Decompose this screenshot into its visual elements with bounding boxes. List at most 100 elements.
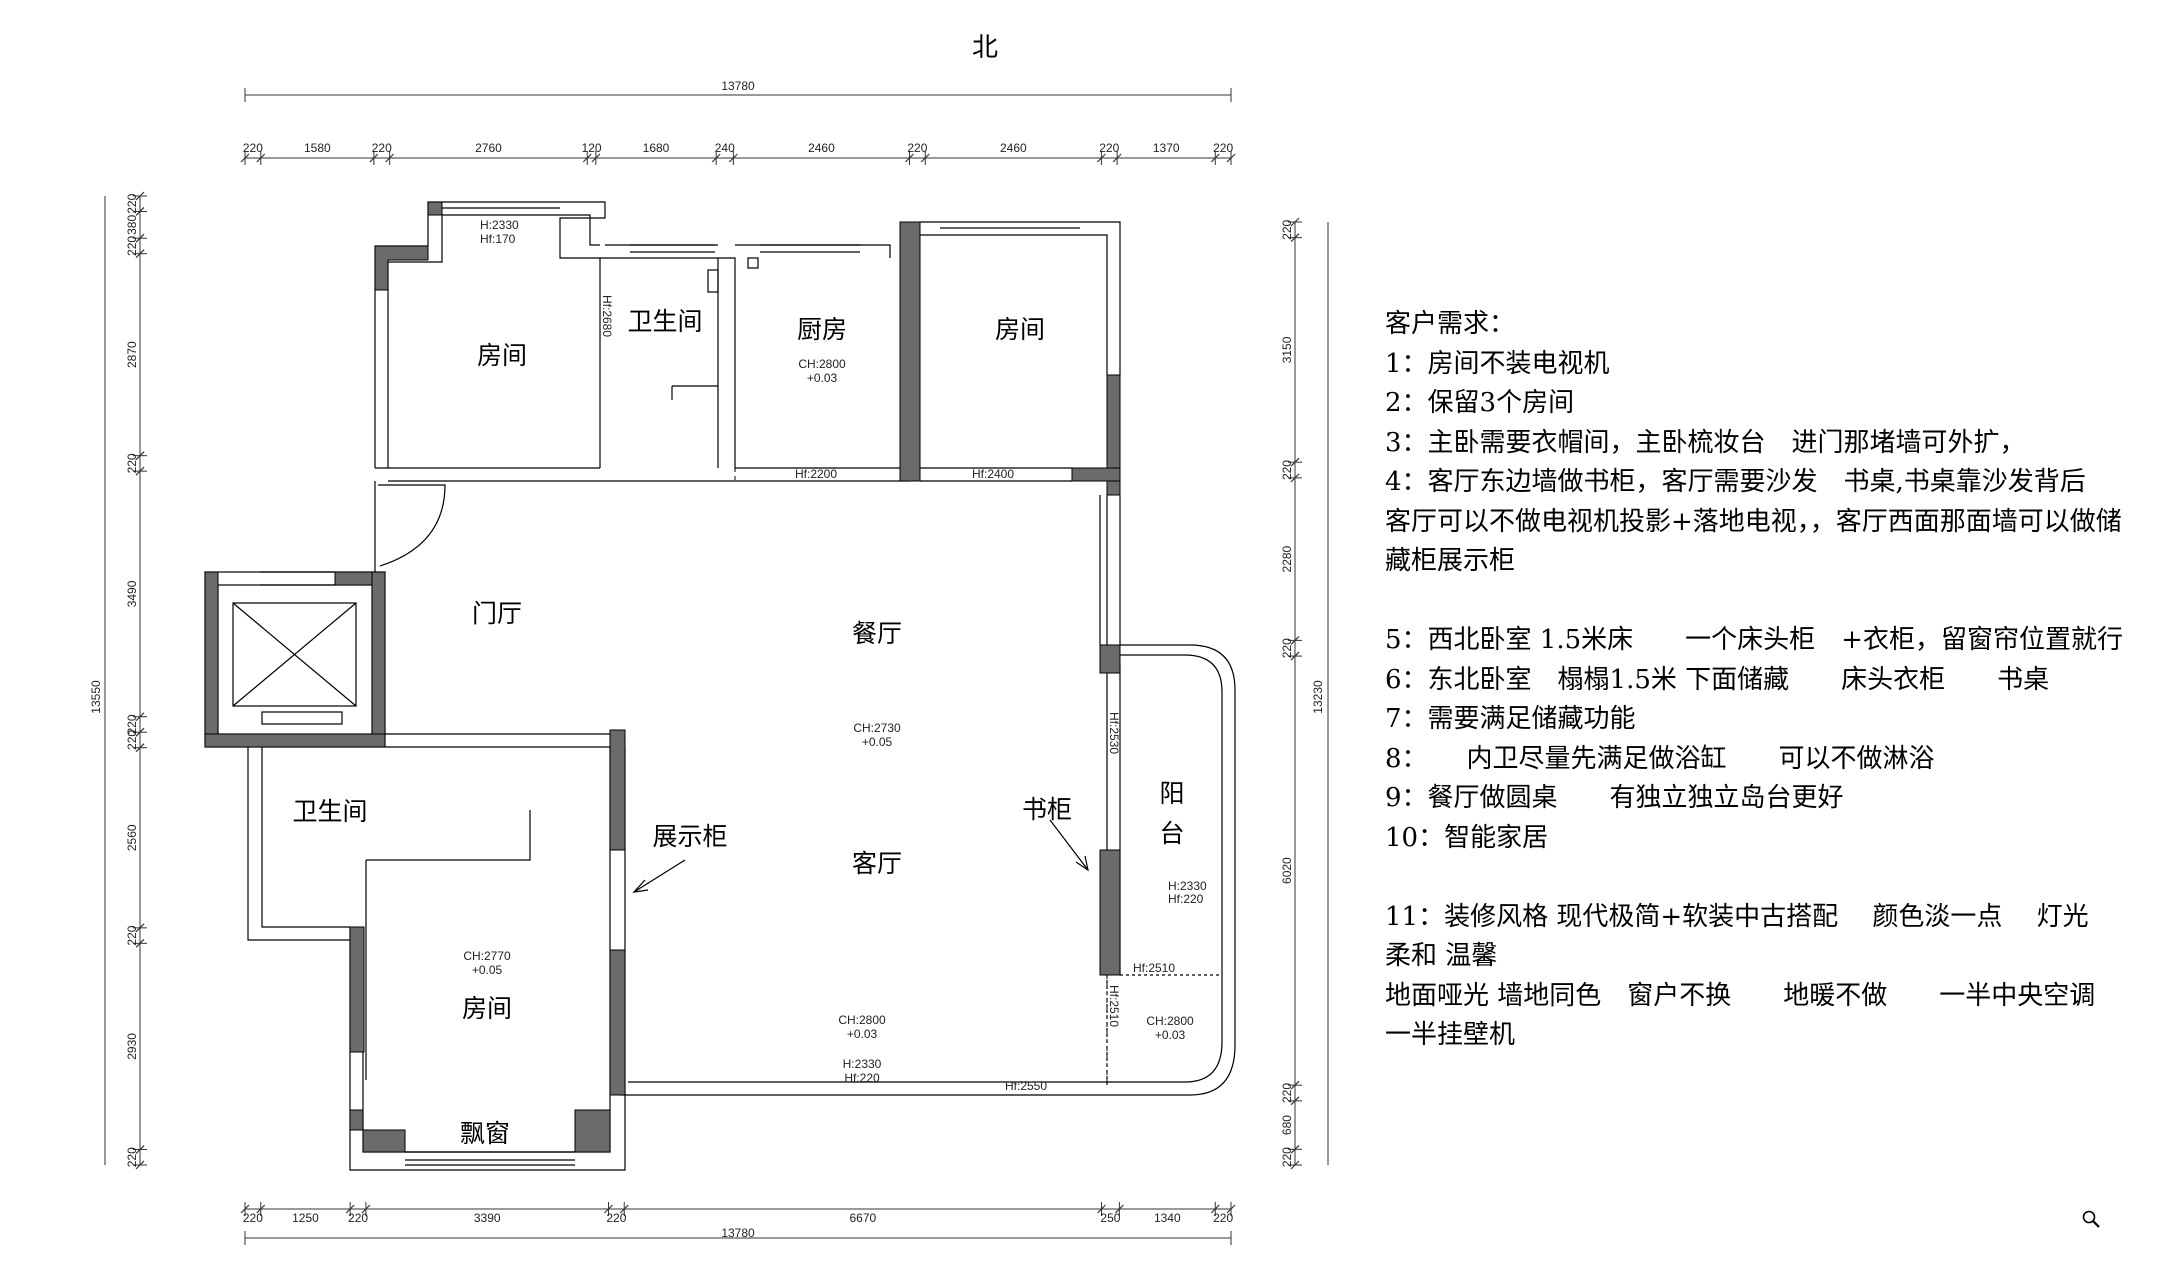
dim-segment-label: 220 [1213,1211,1233,1225]
top-dimension [244,88,1232,159]
dim-segment-label: 220 [1213,141,1233,155]
living-level: +0.03 [847,1027,878,1041]
bookcase-height: Hf:2530 [1107,712,1121,754]
note-line: 柔和 温馨 [1385,941,1498,971]
kitchen-ceiling: CH:2800 [798,357,846,371]
balcony-char-2: 台 [1159,819,1184,848]
top-total-dim: 13780 [721,79,755,93]
balcony-level: +0.03 [1155,1028,1186,1042]
dim-segment-label: 2280 [1280,545,1294,572]
annotation-arrows [632,819,1089,893]
note-line: 客厅可以不做电视机投影+落地电视，，客厅西面那面墙可以做储 [1385,506,2122,537]
dining-ceiling: CH:2730 [853,721,901,735]
dim-segment-label: 240 [715,141,735,155]
nw-window-height: H:2330 [480,218,519,232]
room-label-foyer: 门厅 [472,599,522,628]
dim-segment-label: 220 [125,714,139,734]
bottom-total-dim: 13780 [721,1226,755,1240]
dim-segment-label: 220 [1280,460,1294,480]
dim-segment-label: 220 [125,453,139,473]
dim-segment-label: 2760 [475,141,502,155]
sw-level: +0.05 [472,963,503,977]
note-line: 2：保留3个房间 [1385,388,1575,418]
note-line: 6：东北卧室 榻榻1.5米 下面储藏 床头衣柜 书桌 [1385,664,2050,695]
dim-segment-label: 1340 [1154,1211,1181,1225]
room-label-bath-west: 卫生间 [292,797,367,826]
dim-segment-label: 1370 [1153,141,1180,155]
note-line: 4：客厅东边墙做书柜，客厅需要沙发 书桌,书桌靠沙发背后 [1385,467,2086,497]
dim-segment-label: 220 [125,193,139,213]
dim-segment-label: 220 [125,925,139,945]
dim-segment-label: 250 [1100,1211,1120,1225]
balcony-window-height: H:2330 [1168,879,1207,893]
note-line [1385,858,2145,898]
note-line: 8： 内卫尽量先满足做浴缸 可以不做淋浴 [1385,743,1935,774]
display-cabinet-label: 展示柜 [652,822,727,851]
left-total-dim: 13550 [89,680,103,714]
kitchen-level: +0.03 [807,371,838,385]
dim-segment-label: 220 [1280,1083,1294,1103]
note-line: 9：餐厅做圆桌 有独立独立岛台更好 [1385,783,1844,813]
note-line: 7：需要满足储藏功能 [1385,704,1636,734]
note-line: 藏柜展示柜 [1385,546,1516,576]
room-label-ne: 房间 [995,315,1045,344]
dim-segment-label: 2870 [125,341,139,368]
magnifier-icon[interactable] [2080,1208,2102,1230]
dim-segment-label: 220 [125,236,139,256]
sw-ceiling: CH:2770 [463,949,511,963]
note-line: 客户需求： [1385,309,1516,339]
dim-segment-label: 2460 [808,141,835,155]
dashed-openings [540,260,1121,1085]
dim-segment-label: 220 [243,1211,263,1225]
left-dimension [104,196,141,1165]
dim-segment-label: 220 [372,141,392,155]
dim-segment-label: 680 [1280,1115,1294,1135]
dim-segment-label: 1680 [643,141,670,155]
room-label-living: 客厅 [852,849,902,878]
dim-segment-label: 1250 [292,1211,319,1225]
nw-window-sill: Hf:170 [480,232,516,246]
dim-segment-label: 2930 [125,1033,139,1060]
note-line: 5：西北卧室 1.5米床 一个床头柜 +衣柜，留窗帘位置就行 [1385,625,2123,655]
room-label-kitchen: 厨房 [797,315,847,344]
dim-segment-label: 220 [125,730,139,750]
bay-window-label: 飘窗 [460,1119,510,1148]
bottom-dimension [244,1208,1232,1245]
note-line: 一半挂壁机 [1385,1020,1516,1050]
living-window-sill: Hf:220 [844,1071,880,1085]
living-window-height: H:2330 [843,1057,882,1071]
right-total-dim: 13230 [1311,680,1325,714]
ne-door-height: Hf:2400 [972,467,1014,481]
bath-door-height: Hf:2680 [600,295,614,337]
balcony-door-height: Hf:2510 [1133,961,1175,975]
room-label-sw: 房间 [462,994,512,1023]
north-label: 北 [972,33,998,63]
dim-segment-label: 220 [1280,638,1294,658]
dim-segment-label: 380 [125,215,139,235]
balcony-char-1: 阳 [1159,779,1184,808]
dining-level: +0.05 [862,735,893,749]
dim-segment-label: 220 [1280,220,1294,240]
bookcase-label: 书柜 [1022,795,1072,824]
dim-segment-label: 220 [1280,1147,1294,1167]
note-line [1385,582,2145,622]
note-line: 地面哑光 墙地同色 窗户不换 地暖不做 一半中央空调 [1385,980,2096,1011]
dim-segment-label: 220 [125,1147,139,1167]
dim-segment-label: 2460 [1000,141,1027,155]
balcony-door-height-2: Hf:2510 [1107,985,1121,1027]
dim-segment-label: 220 [348,1211,368,1225]
dim-segment-label: 220 [606,1211,626,1225]
right-dimension [1294,222,1329,1165]
note-line: 1：房间不装电视机 [1385,348,1610,379]
note-line: 10：智能家居 [1385,822,1549,853]
dim-segment-label: 6670 [850,1211,877,1225]
dim-segment-label: 2560 [125,824,139,851]
south-door-height: Hf:2550 [1005,1079,1047,1093]
room-label-nw: 房间 [477,341,527,370]
balcony-ceiling: CH:2800 [1146,1014,1194,1028]
note-line: 11：装修风格 现代极简+软装中古搭配 颜色淡一点 灯光 [1385,901,2089,932]
